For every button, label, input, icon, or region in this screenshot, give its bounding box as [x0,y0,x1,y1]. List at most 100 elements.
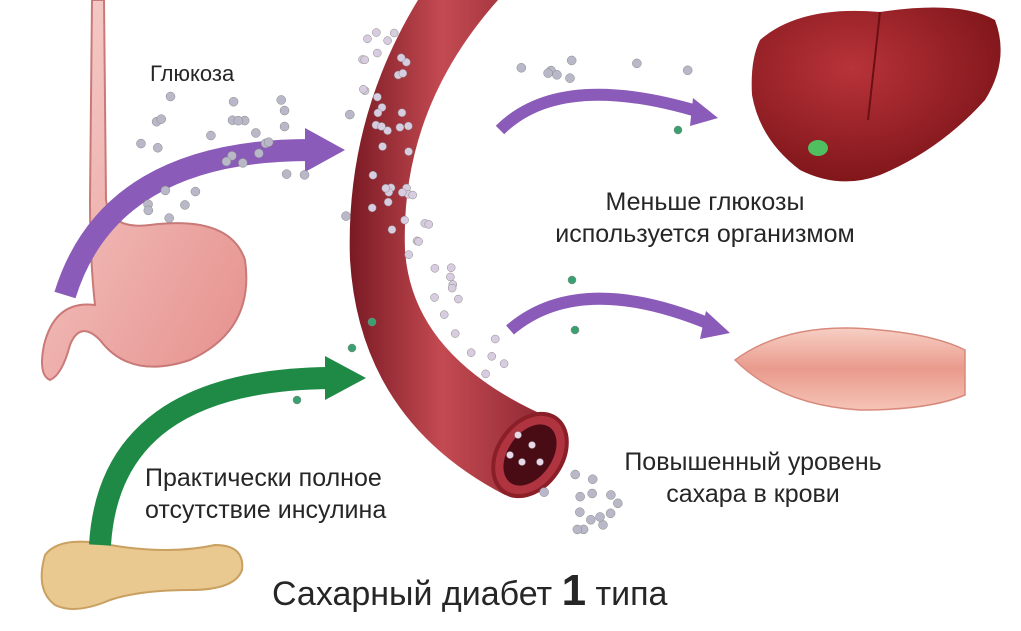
particle [165,91,176,102]
particle [673,125,683,135]
particle [528,441,536,449]
particle [570,469,580,480]
high-sugar-line1: Повышенный уровень [624,448,882,476]
particle [570,325,580,335]
particle [238,158,248,168]
particle [381,183,391,193]
particle [228,96,239,107]
particle [398,69,408,78]
particle [506,451,514,459]
particle [160,185,171,196]
particle [598,520,608,530]
particle [536,458,544,466]
particle [404,147,413,156]
particle [206,130,216,141]
glucose-arrow-to-liver [495,88,718,135]
particle [136,138,146,149]
particle [400,215,409,225]
particle [299,170,310,180]
particle [397,108,407,117]
particle [383,36,392,45]
particle [281,169,292,179]
no-insulin-line2: отсутствие инсулина [145,496,387,524]
particle [372,28,381,37]
particle [440,310,449,319]
particle [587,474,598,484]
liver [751,7,1001,182]
glucose-label: Глюкоза [150,61,235,86]
particle [263,137,274,147]
particle [345,109,355,120]
particle [487,352,497,361]
particle [587,488,597,499]
pancreas [40,540,244,610]
particle [363,34,372,44]
particle [377,122,386,131]
no-insulin-label: Практически полное отсутствие инсулина [145,462,386,526]
particle [539,487,549,497]
particle [233,115,244,126]
particle [398,188,407,197]
particle [180,200,190,210]
particle [143,205,154,216]
less-glucose-line2: используется организмом [555,220,855,248]
particle [565,73,575,83]
diagram-title: Сахарный диабет 1 типа [272,566,667,616]
muscle [733,327,966,411]
particle [389,28,399,38]
particle [414,237,423,246]
stomach [41,0,248,382]
particle [404,250,413,259]
particle [430,264,440,273]
particle [586,515,596,525]
particle [373,108,383,118]
title-text: Сахарный диабет [272,575,562,613]
particle [514,431,522,439]
particle [575,507,585,517]
particle [153,142,163,153]
particle [450,329,460,338]
particle [279,121,290,132]
particle [254,148,264,159]
particle [404,121,413,131]
particle [383,126,392,135]
particle [446,263,456,272]
particle [606,490,616,500]
particle [373,92,382,102]
particle [605,508,616,519]
particle [518,458,526,466]
particle [567,275,577,285]
less-glucose-label: Меньше глюкозы используется организмом [505,186,905,250]
high-sugar-line2: сахара в крови [666,480,840,508]
particle [341,211,351,221]
insulin-arrow-pancreas-to-vessel [89,356,366,546]
title-number: 1 [561,566,587,615]
particle [360,55,369,65]
particle [543,68,553,78]
no-insulin-line1: Практически полное [145,464,382,492]
particle [575,491,585,502]
particle [396,53,406,63]
particle [292,395,302,405]
particle [383,197,393,207]
particle [447,283,457,293]
particle [566,55,577,66]
title-suffix: типа [586,575,668,613]
particle [499,359,509,368]
particle [395,123,405,132]
particle [552,70,562,80]
particle [378,142,387,151]
particle [221,156,232,167]
glucose-particles [136,28,693,535]
particle [227,151,237,161]
particle [164,213,174,223]
particle [373,48,382,58]
particle [454,294,463,304]
particle [466,348,476,357]
glucose-arrow-to-muscle [506,292,730,339]
particle [491,334,500,344]
particle [572,524,583,535]
particle [156,114,167,124]
particle [516,63,527,73]
